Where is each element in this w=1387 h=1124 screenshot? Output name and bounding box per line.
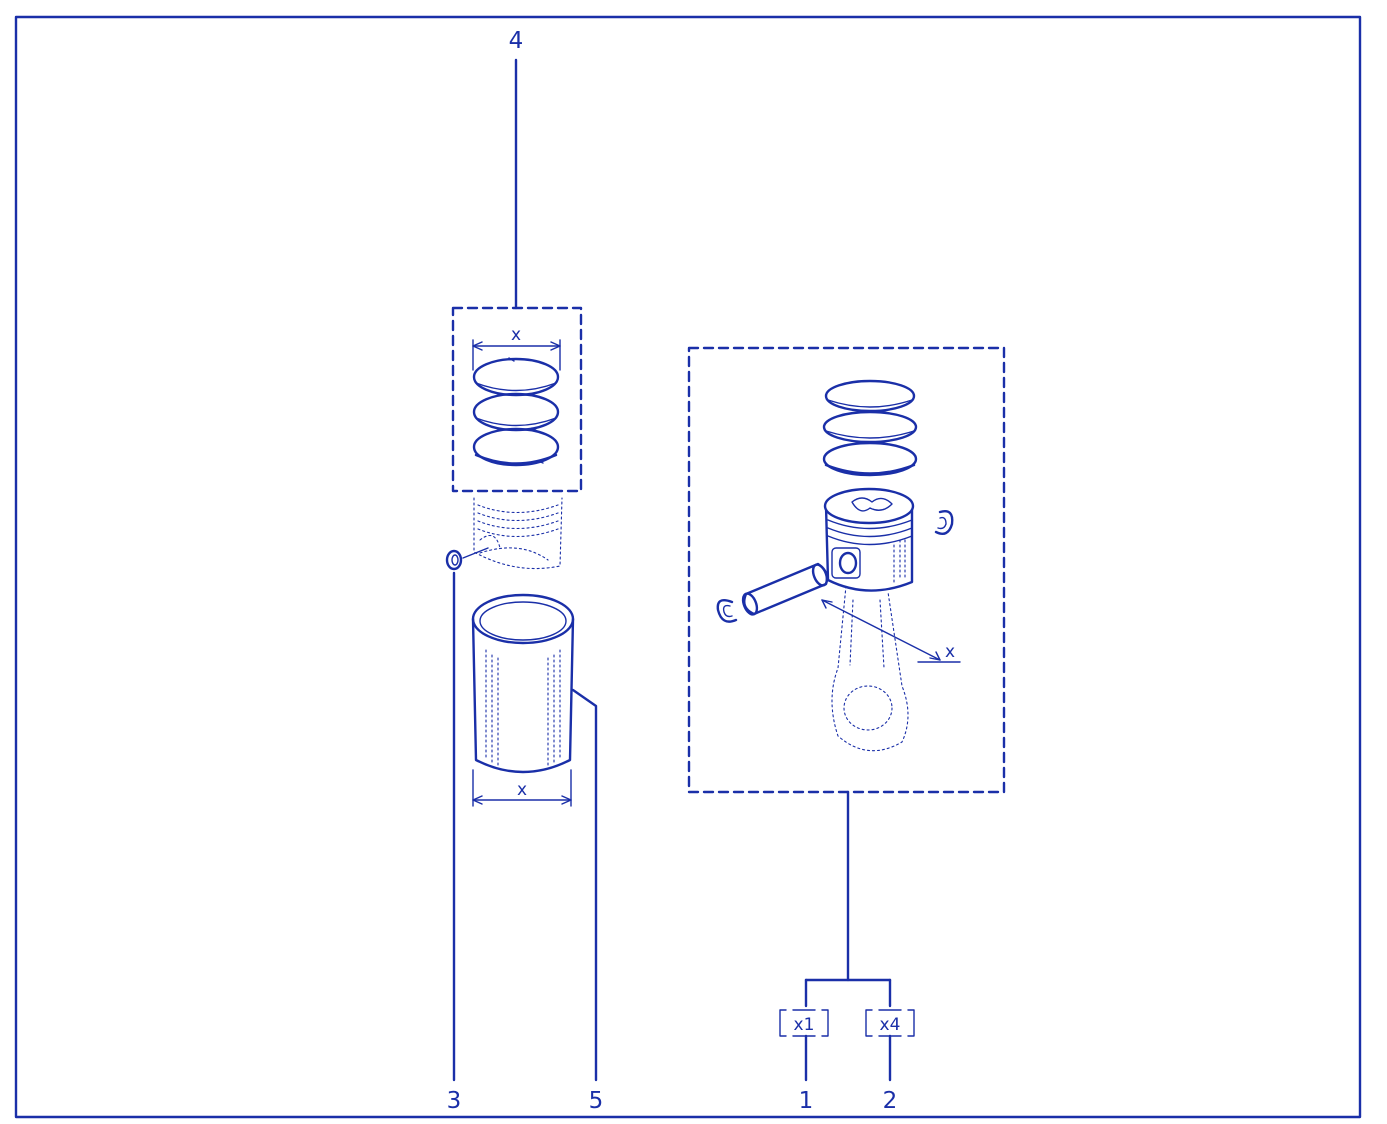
quantity-box-x4: x4 [865, 1009, 915, 1082]
ring-dimension-label: x [511, 325, 521, 345]
callout-5: 5 [589, 1088, 604, 1114]
callout-2: 2 [883, 1088, 898, 1114]
piston [823, 487, 915, 592]
assembly-ring-middle [822, 410, 918, 444]
quantity-box-x1: x1 [779, 1009, 829, 1082]
assembly-circlip-right [934, 510, 954, 535]
svg-text:x1: x1 [794, 1015, 815, 1035]
assembly-dashed-box [687, 346, 1006, 794]
callout-4: 4 [509, 28, 524, 54]
piston-ring-set: x [451, 58, 583, 493]
assembly-ring-top [824, 379, 916, 413]
piston-rod-assembly: x [687, 346, 1006, 1008]
callout-1: 1 [799, 1088, 814, 1114]
ring-top [472, 357, 560, 397]
assembly-circlip-left [716, 599, 738, 623]
connecting-rod [831, 585, 909, 752]
liner-dimension-label: x [517, 780, 527, 800]
diagram-frame [14, 15, 1362, 1119]
ring-bottom [472, 427, 560, 467]
svg-text:x4: x4 [880, 1015, 901, 1035]
leader-5 [571, 688, 598, 1082]
rod-dimension-label: x [945, 642, 955, 662]
cylinder-liner: x [471, 593, 598, 1082]
ring-middle [472, 392, 560, 432]
callout-3: 3 [447, 1088, 462, 1114]
assembly-ring-bottom [822, 441, 918, 477]
gudgeon-pin [741, 562, 829, 616]
circlip [445, 547, 489, 1082]
ghost-piston [473, 497, 563, 570]
